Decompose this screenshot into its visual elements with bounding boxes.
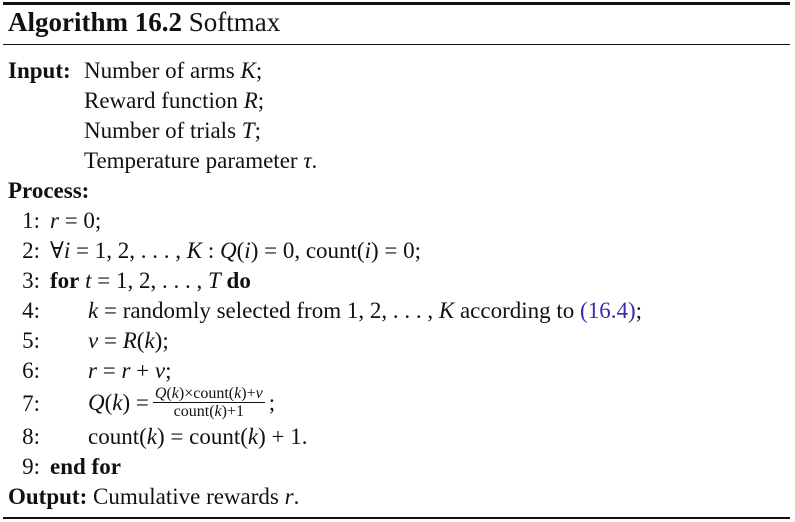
input-reward: Reward function R; [84,88,265,113]
step-number: 3: [22,268,40,293]
input-label: Input: [8,58,71,83]
step-3: for t = 1, 2, . . . , T do [50,268,251,293]
output-label: Output: [8,484,88,509]
step-4: k = randomly selected from 1, 2, . . . ,… [88,298,643,323]
input-trials: Number of trials T; [84,118,261,143]
step-number: 8: [22,424,40,449]
algorithm-name: Softmax [188,7,281,37]
title-rule [3,44,790,46]
step-9: end for [50,454,121,479]
step-number: 9: [22,454,40,479]
output-line: Output: Cumulative rewards r. [8,484,300,509]
step-number: 6: [22,358,40,383]
step-2: ∀i = 1, 2, . . . , K : Q(i) = 0, count(i… [50,238,421,263]
step-number: 1: [22,208,40,233]
step-number: 2: [22,238,40,263]
step-number: 4: [22,298,40,323]
input-arms: Number of arms K; [84,58,263,83]
step-6: r = r + v; [88,358,172,383]
step-8: count(k) = count(k) + 1. [88,424,308,449]
input-temperature: Temperature parameter τ. [84,148,318,173]
equation-reference-link[interactable]: (16.4) [580,298,636,323]
step-5: v = R(k); [88,328,169,353]
top-rule [3,2,790,5]
step-1: r = 0; [50,208,102,233]
output-text: Cumulative rewards [93,484,285,509]
step-number: 7: [22,391,40,416]
algorithm-title: Algorithm 16.2 Softmax [8,7,280,38]
algorithm-label: Algorithm 16.2 [8,7,182,37]
process-label: Process: [8,178,90,203]
bottom-rule [3,517,790,519]
input-line-1: Input: [8,58,71,84]
step-number: 5: [22,328,40,353]
